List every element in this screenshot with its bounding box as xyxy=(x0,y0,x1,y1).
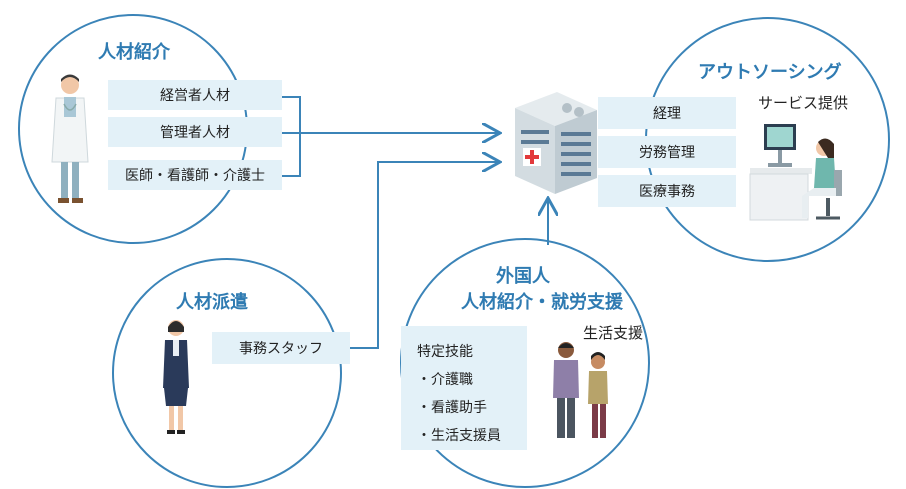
box-iryou-jimu: 医療事務 xyxy=(598,175,736,207)
box-roumu: 労務管理 xyxy=(598,136,736,168)
list-item-kango: ・看護助手 xyxy=(417,400,487,416)
tokutei-ginou-title: 特定技能 xyxy=(417,344,473,360)
service-label: サービス提供 xyxy=(758,94,849,112)
gaikokujin-title-1: 外国人 xyxy=(496,266,550,287)
office-worker-at-computer-figure xyxy=(749,124,842,221)
haken-title: 人材派遣 xyxy=(176,292,248,313)
hospital-building-icon xyxy=(515,92,597,194)
arrow-to-hospital-2 xyxy=(350,162,498,349)
list-item-seikatsu: ・生活支援員 xyxy=(417,428,501,444)
list-item-kaigo: ・介護職 xyxy=(417,372,473,388)
outsourcing-title: アウトソーシング xyxy=(698,62,842,83)
tokutei-ginou-box: 特定技能 ・介護職 ・看護助手 ・生活支援員 xyxy=(401,326,527,450)
foreign-workers-figure xyxy=(553,342,608,438)
box-ishi: 医師・看護師・介護士 xyxy=(108,160,282,190)
box-kanri: 管理者人材 xyxy=(108,117,282,147)
seikatsu-shien-label: 生活支援 xyxy=(583,324,644,342)
haken-circle xyxy=(112,258,342,488)
box-jimu-staff: 事務スタッフ xyxy=(212,332,350,364)
box-keiei: 経営者人材 xyxy=(108,80,282,110)
jinzai-shoukai-title: 人材紹介 xyxy=(98,42,170,63)
office-staff-figure xyxy=(163,320,189,434)
box-keiri: 経理 xyxy=(598,97,736,129)
gaikokujin-title-2: 人材紹介・就労支援 xyxy=(461,292,623,313)
doctor-figure xyxy=(51,74,89,203)
